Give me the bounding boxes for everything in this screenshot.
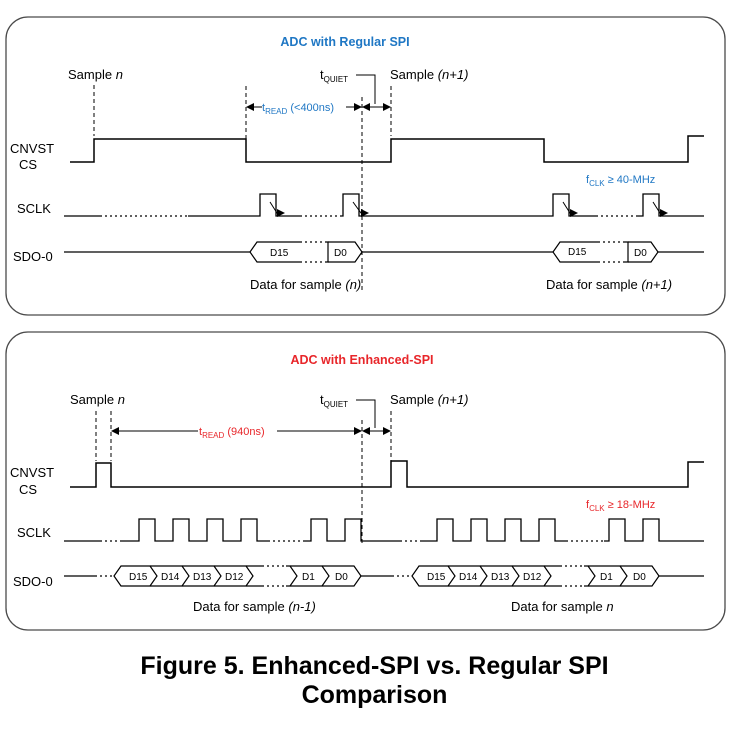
regular-sdo-label: SDO-0 (13, 249, 53, 264)
regular-fclk-label: fCLK ≥ 40-MHz (586, 174, 655, 188)
regular-cs-label: CS (19, 157, 37, 172)
enhanced-panel-title: ADC with Enhanced-SPI (290, 353, 433, 367)
enhanced-bit-label: D0 (335, 572, 348, 583)
regular-sdo-bits-a (249, 241, 329, 263)
regular-data-label-n: Data for sample (n) (250, 277, 361, 292)
enhanced-fclk-label: fCLK ≥ 18-MHz (586, 499, 655, 513)
figure-caption-line1: Figure 5. Enhanced-SPI vs. Regular SPI (140, 652, 609, 680)
enhanced-data-label-n: Data for sample n (511, 599, 614, 614)
enhanced-bit-label: D14 (161, 572, 180, 583)
enhanced-panel-frame (5, 331, 726, 631)
regular-sclk-edge-arrow (269, 201, 285, 217)
figure-caption-line2: Comparison (301, 681, 448, 709)
enhanced-bit-label: D13 (193, 572, 212, 583)
enhanced-sample-n1-label: Sample (n+1) (390, 392, 468, 407)
enhanced-cnvst-label: CNVST (10, 465, 54, 480)
regular-sclk-pulses (188, 193, 704, 217)
regular-tquiet-label: tQUIET (320, 67, 348, 84)
regular-bit-label: D15 (568, 247, 587, 258)
regular-bit-label: D0 (334, 248, 347, 259)
regular-sample-n-label: Sample n (68, 67, 123, 82)
regular-sdo-bits-b (552, 241, 629, 263)
enhanced-sdo-bit (411, 565, 456, 587)
enhanced-bit-label: D15 (427, 572, 446, 583)
enhanced-spi-panel: ADC with Enhanced-SPI CNVST CS SCLK SDO-… (5, 331, 726, 631)
enhanced-sample-n-label: Sample n (70, 392, 125, 407)
regular-tread-label: tREAD (<400ns) (262, 102, 334, 116)
enhanced-bit-label: D14 (459, 572, 478, 583)
regular-sample-n1-label: Sample (n+1) (390, 67, 468, 82)
enhanced-bit-label: D1 (302, 572, 315, 583)
enhanced-tread-label: tREAD (940ns) (199, 426, 265, 440)
regular-bit-label: D15 (270, 248, 289, 259)
enhanced-bit-label: D13 (491, 572, 510, 583)
regular-bit-label: D0 (634, 248, 647, 259)
enhanced-bit-label: D15 (129, 572, 148, 583)
regular-cnvst-label: CNVST (10, 141, 54, 156)
enhanced-bit-label: D0 (633, 572, 646, 583)
regular-data-label-n1: Data for sample (n+1) (546, 277, 672, 292)
regular-panel-title: ADC with Regular SPI (280, 35, 409, 49)
regular-cnvst-waveform (70, 135, 704, 163)
enhanced-sclk-pulses-a (120, 518, 268, 542)
enhanced-tquiet-leader (356, 399, 376, 428)
enhanced-sclk-label: SCLK (17, 525, 51, 540)
enhanced-cnvst-waveform (70, 460, 704, 488)
regular-panel-frame (5, 16, 726, 316)
enhanced-sdo-bit (113, 565, 158, 587)
enhanced-bit-label: D12 (225, 572, 244, 583)
enhanced-sdo-label: SDO-0 (13, 574, 53, 589)
enhanced-tquiet-label: tQUIET (320, 392, 348, 409)
enhanced-bit-label: D12 (523, 572, 542, 583)
enhanced-bit-label: D1 (600, 572, 613, 583)
enhanced-data-label-prev: Data for sample (n-1) (193, 599, 316, 614)
regular-tquiet-leader (356, 74, 376, 104)
enhanced-sclk-pulses-b (422, 518, 566, 542)
regular-spi-panel: ADC with Regular SPI CNVST CS SCLK SDO-0… (5, 16, 726, 316)
enhanced-cs-label: CS (19, 482, 37, 497)
regular-sclk-label: SCLK (17, 201, 51, 216)
